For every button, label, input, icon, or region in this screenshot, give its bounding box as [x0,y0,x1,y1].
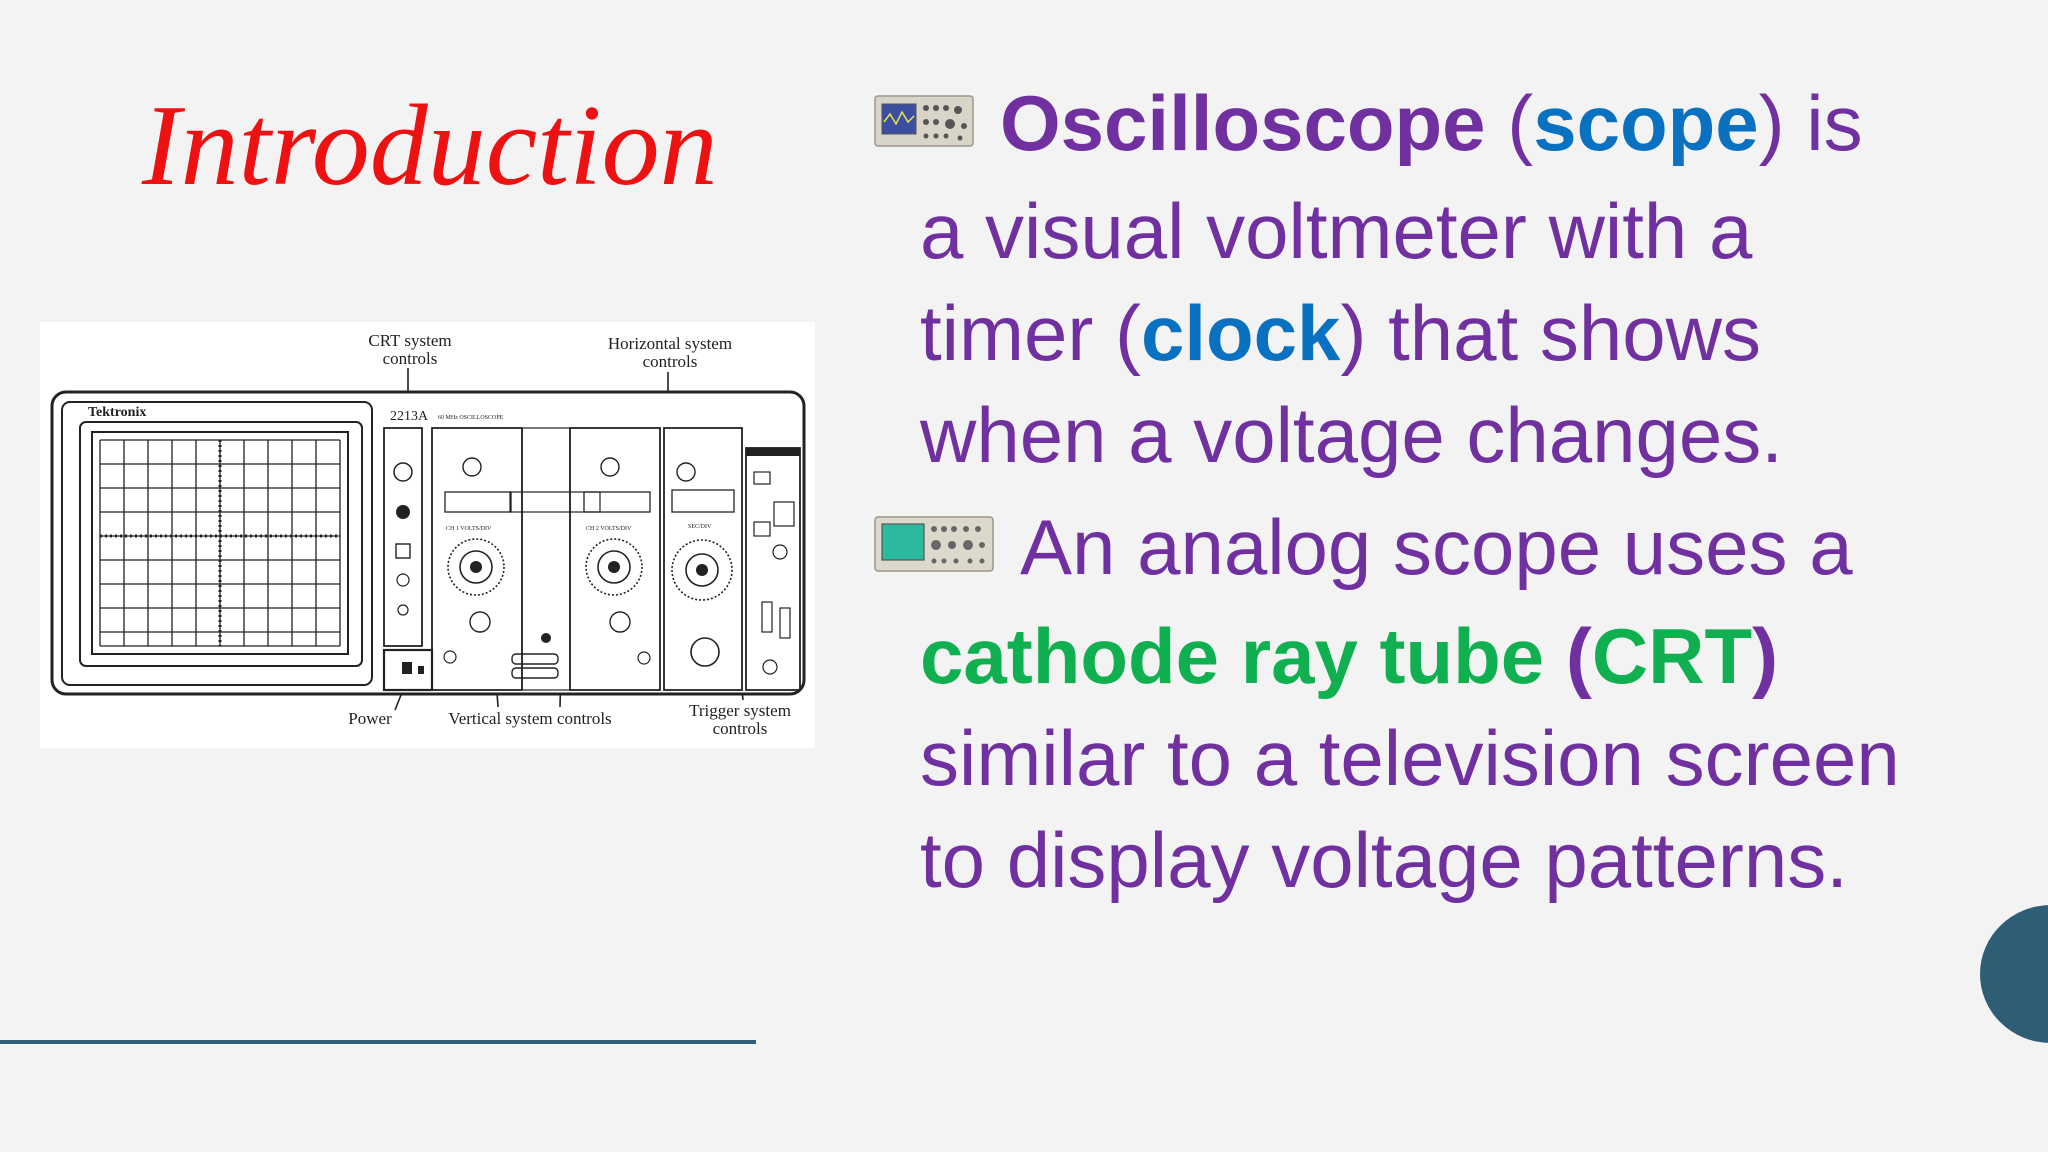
callout-vertical: Vertical system controls [448,709,611,728]
bullet-list: Oscilloscope (scope) is a visual voltmet… [874,72,2024,911]
analog-scope-icon [874,497,994,599]
ch2-label: CH 2 VOLTS/DIV [586,526,632,532]
model-sub-label: 60 MHz OSCILLOSCOPE [438,415,504,421]
crt-abbr-text: (CRT) [1565,611,1779,700]
divider-line [0,1040,756,1044]
callout-trigger-line2: controls [713,719,768,738]
bullet2-line1-text: An analog scope uses a [1020,503,1853,592]
bullet2-line1: An analog scope uses a [874,496,2024,604]
bullet1-line2: a visual voltmeter with a [920,187,1753,276]
bullet1-line1: Oscilloscope (scope) is [874,72,2024,180]
term-cathode-ray-tube: cathode ray tube [920,611,1566,700]
bullet1-line4: when a voltage changes. [920,391,1783,480]
callout-crt-line1: CRT system [368,331,451,350]
callout-power: Power [348,709,392,728]
term-oscilloscope: Oscilloscope [1000,79,1486,167]
paren-open: ( [1485,79,1534,167]
oscilloscope-diagram: CRT system controls Horizontal system co… [40,322,815,748]
brand-label: Tektronix [88,405,146,420]
callout-horizontal-line1: Horizontal system [608,334,732,353]
term-scope: scope [1533,79,1759,167]
bullet-oscilloscope: Oscilloscope (scope) is a visual voltmet… [874,72,2024,486]
secdiv-label: SEC/DIV [688,524,712,530]
accent-circle [1980,905,2048,1043]
callout-horizontal-line2: controls [643,352,698,371]
bullet2-line2: cathode ray tube (CRT) [874,605,2024,707]
paren-close-is: ) is [1758,79,1863,167]
that-shows-text: ) that shows [1340,289,1761,378]
bullet-analog-scope: An analog scope uses a cathode ray tube … [874,496,2024,910]
ch1-label: CH 1 VOLTS/DIV [446,526,492,532]
oscilloscope-icon [874,72,974,174]
timer-text: timer ( [920,289,1141,378]
bullet2-line3: similar to a television screen [920,713,1900,802]
callout-trigger-line1: Trigger system [689,701,791,720]
bullet1-line3: timer (clock) that shows [874,282,2024,384]
model-label: 2213A [390,409,429,424]
term-crt-abbr: (CRT) [1566,612,1778,700]
slide-title: Introduction [142,82,718,210]
bullet2-line4: to display voltage patterns. [920,815,1848,904]
callout-crt-line2: controls [383,349,438,368]
term-clock: clock [1140,289,1341,378]
